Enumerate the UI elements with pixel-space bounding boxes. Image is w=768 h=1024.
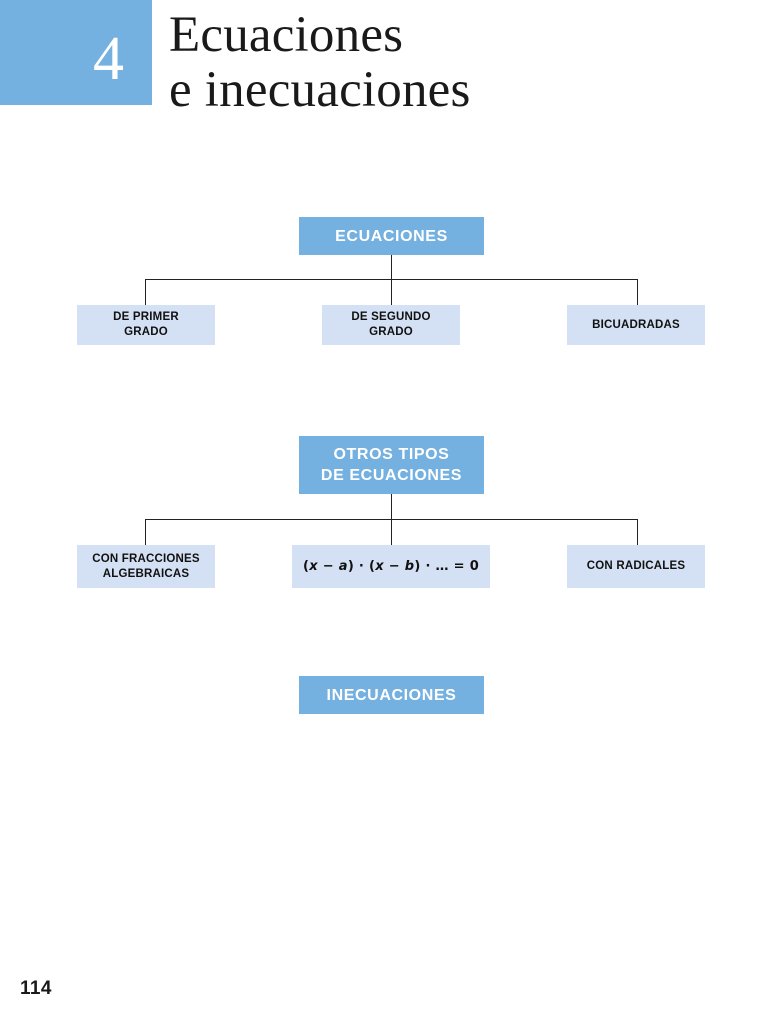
formula-ellipsis: … (435, 559, 449, 574)
formula-dot-2: · (420, 559, 436, 574)
formula-minus-1: − (317, 559, 339, 574)
connector-branch-mid-2 (391, 519, 393, 545)
connector-root-down-2 (391, 494, 393, 519)
node-con-radicales[interactable]: CON RADICALES (567, 545, 705, 588)
node-bicuadradas[interactable]: BICUADRADAS (567, 305, 705, 345)
node-de-segundo-grado[interactable]: DE SEGUNDO GRADO (322, 305, 460, 345)
formula-dot-1: · (354, 559, 369, 574)
connector-branch-right-1 (637, 279, 639, 305)
chapter-number-block: 4 (0, 0, 152, 105)
connector-branch-mid-1 (391, 279, 393, 305)
formula-close-paren-2: ) (414, 559, 421, 574)
formula-zero: 0 (469, 559, 480, 574)
formula-expression: (x − a) · (x − b) · … = 0 (303, 559, 479, 574)
formula-open-paren-2: ( (368, 559, 376, 574)
formula-minus-2: − (383, 559, 405, 574)
page-title: Ecuaciones e inecuaciones (169, 7, 471, 118)
connector-branch-right-2 (637, 519, 639, 545)
node-otros-tipos-root[interactable]: OTROS TIPOS DE ECUACIONES (299, 436, 484, 494)
formula-close-paren-1: ) (347, 559, 355, 574)
connector-root-down-1 (391, 255, 393, 279)
formula-open-paren-1: ( (302, 559, 310, 574)
node-de-primer-grado[interactable]: DE PRIMER GRADO (77, 305, 215, 345)
connector-branch-left-1 (145, 279, 147, 305)
page-number: 114 (20, 978, 52, 999)
node-formula-factored[interactable]: (x − a) · (x − b) · … = 0 (292, 545, 490, 588)
chapter-header: 4 Ecuaciones e inecuaciones (0, 0, 768, 118)
formula-var-a: a (338, 559, 348, 574)
node-ecuaciones-root[interactable]: ECUACIONES (299, 217, 484, 255)
connector-branch-left-2 (145, 519, 147, 545)
formula-var-b: b (404, 559, 415, 574)
node-inecuaciones-root[interactable]: INECUACIONES (299, 676, 484, 714)
formula-var-x-2: x (375, 559, 384, 574)
formula-equals: = (448, 559, 470, 574)
formula-var-x-1: x (309, 559, 318, 574)
chapter-number: 4 (93, 25, 124, 93)
node-con-fracciones-algebraicas[interactable]: CON FRACCIONES ALGEBRAICAS (77, 545, 215, 588)
